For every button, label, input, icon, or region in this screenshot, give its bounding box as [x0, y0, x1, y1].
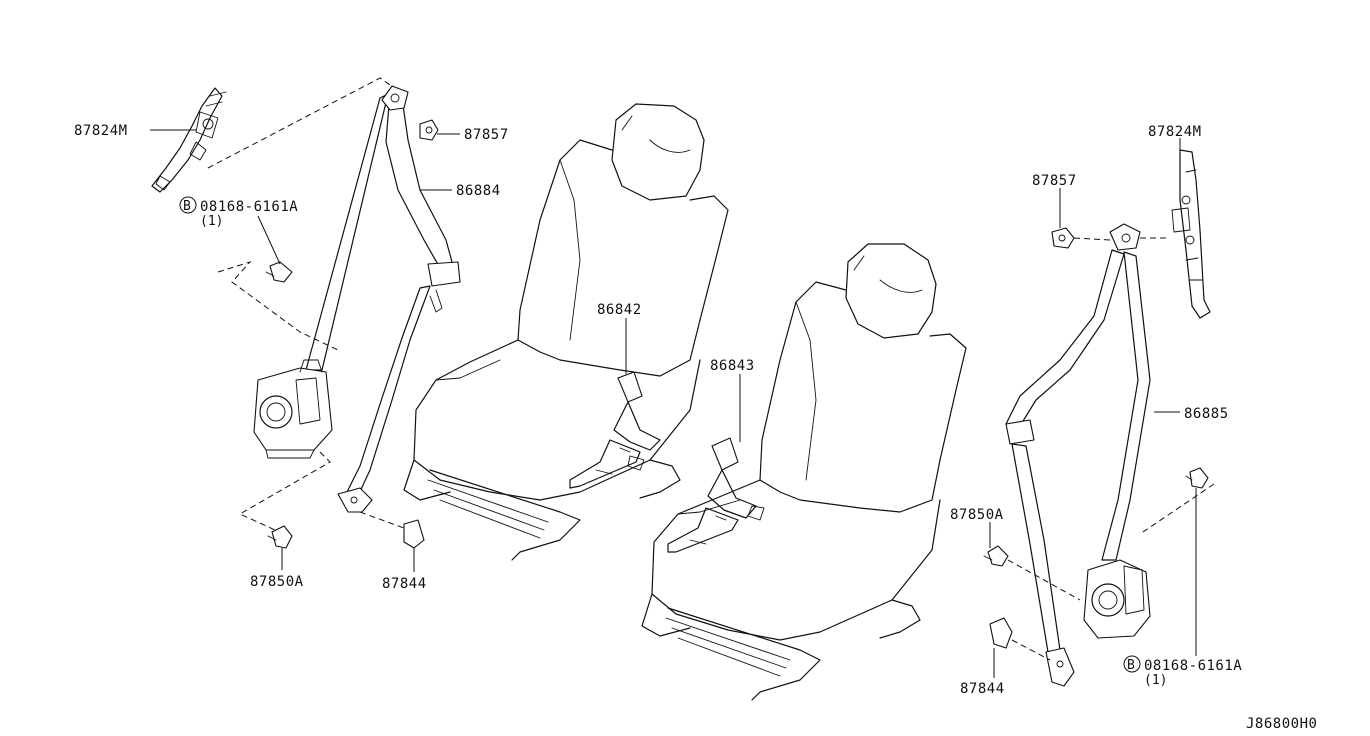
left-cover-87857 [419, 119, 439, 141]
right-cover-87857 [1051, 227, 1075, 249]
left-anchor-dashline [359, 511, 405, 529]
left-belt-webbing [305, 91, 461, 497]
right-anchor-cover-87844 [989, 617, 1013, 649]
left-upper-anchor [381, 85, 409, 111]
label-left-cover: 87857 [464, 127, 509, 143]
buckle-86842 [569, 371, 661, 489]
left-seat [403, 103, 729, 561]
left-bolt-marker: B [183, 199, 191, 214]
left-height-adjuster [151, 87, 227, 193]
label-left-anchor-bolt: 87850A [250, 574, 304, 590]
label-right-anchor-bolt: 87850A [950, 507, 1004, 523]
right-belt-webbing [1005, 249, 1151, 653]
right-anchor-cover-dashline [1011, 639, 1051, 661]
label-left-bolt-qty: (1) [200, 214, 223, 229]
buckle-86843 [667, 437, 765, 553]
label-left-bolt-code: 08168-6161A [200, 199, 298, 215]
right-retractor [1083, 559, 1151, 639]
right-anchor-bolt-87850A [983, 545, 1009, 567]
label-left-buckle: 86842 [597, 302, 642, 318]
right-bolt-callout: B 08168-6161A (1) [1123, 655, 1242, 688]
left-bolt-08168 [265, 261, 293, 283]
left-retractor-dashline-upper [217, 260, 339, 351]
left-retractor-dashline-lower [238, 451, 331, 531]
right-seat [641, 243, 967, 701]
right-lower-anchor [1045, 647, 1075, 687]
label-left-height-adjuster: 87824M [74, 123, 128, 139]
label-right-cover: 87857 [1032, 173, 1077, 189]
label-right-bolt-code: 08168-6161A [1144, 658, 1242, 674]
right-retractor-dashline [1139, 483, 1215, 535]
label-right-buckle: 86843 [710, 358, 755, 374]
left-anchor-cover-87844 [403, 519, 425, 549]
label-left-anchor-cover: 87844 [382, 576, 427, 592]
label-right-bolt-qty: (1) [1144, 673, 1167, 688]
left-retractor [253, 359, 333, 459]
label-right-belt-assembly: 86885 [1184, 406, 1229, 422]
label-right-height-adjuster: 87824M [1148, 124, 1202, 140]
right-anchor-bolt-dashline [1007, 559, 1081, 601]
leader-lines [150, 129, 1197, 678]
left-bolt-callout: B 08168-6161A (1) [179, 196, 298, 229]
right-bolt-marker: B [1127, 658, 1135, 673]
left-lower-anchor [337, 487, 373, 513]
left-anchor-bolt-87850A [267, 525, 293, 549]
right-height-adjuster [1171, 149, 1211, 319]
label-left-belt-assembly: 86884 [456, 183, 501, 199]
label-right-anchor-cover: 87844 [960, 681, 1005, 697]
right-bolt-08168 [1185, 467, 1209, 489]
right-upper-anchor [1109, 223, 1141, 251]
right-cover-dashline [1073, 237, 1111, 241]
left-adjuster-dashline [207, 77, 401, 169]
figure-code: J86800H0 [1246, 716, 1317, 732]
